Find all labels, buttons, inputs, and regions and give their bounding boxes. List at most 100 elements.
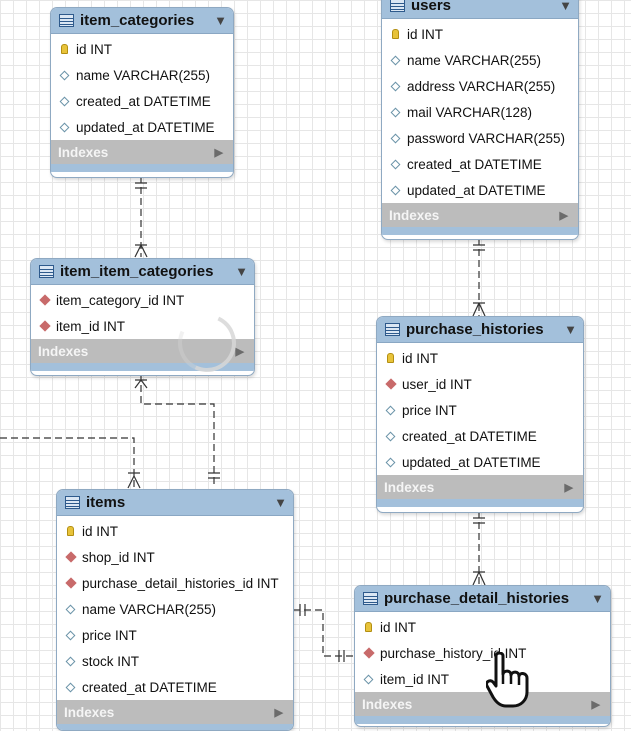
indexes-section[interactable]: Indexes ▶ <box>51 140 233 164</box>
column-row[interactable]: price INT <box>377 397 583 423</box>
collapse-caret-icon[interactable]: ▼ <box>274 495 287 510</box>
foreign-key-icon <box>362 647 375 659</box>
column-row[interactable]: created_at DATETIME <box>51 88 233 114</box>
column-row[interactable]: updated_at DATETIME <box>377 449 583 475</box>
primary-key-icon <box>389 29 402 39</box>
table-header[interactable]: item_categories ▼ <box>51 8 233 34</box>
primary-key-icon-shape <box>392 29 399 39</box>
indexes-label: Indexes <box>38 343 89 359</box>
collapse-caret-icon[interactable]: ▼ <box>559 0 572 13</box>
foreign-key-icon <box>64 577 77 589</box>
column-row[interactable]: updated_at DATETIME <box>51 114 233 140</box>
column-row[interactable]: id INT <box>57 518 293 544</box>
column-row[interactable]: stock INT <box>57 648 293 674</box>
column-row[interactable]: price INT <box>57 622 293 648</box>
table-footer <box>51 164 233 172</box>
column-row[interactable]: name VARCHAR(255) <box>382 47 578 73</box>
column-label: created_at DATETIME <box>407 156 542 172</box>
column-row[interactable]: name VARCHAR(255) <box>51 62 233 88</box>
column-row[interactable]: mail VARCHAR(128) <box>382 99 578 125</box>
column-row[interactable]: id INT <box>377 345 583 371</box>
column-label: user_id INT <box>402 376 472 392</box>
collapse-caret-icon[interactable]: ▼ <box>214 13 227 28</box>
primary-key-icon-shape <box>365 622 372 632</box>
column-row[interactable]: created_at DATETIME <box>57 674 293 700</box>
column-row[interactable]: created_at DATETIME <box>377 423 583 449</box>
table-footer <box>57 724 293 730</box>
expand-arrow-icon[interactable]: ▶ <box>214 146 223 159</box>
column-icon-shape <box>390 133 401 143</box>
column-label: password VARCHAR(255) <box>407 130 566 146</box>
expand-arrow-icon[interactable]: ▶ <box>235 345 244 358</box>
column-row[interactable]: item_id INT <box>31 313 254 339</box>
indexes-section[interactable]: Indexes ▶ <box>382 203 578 227</box>
column-row[interactable]: item_category_id INT <box>31 287 254 313</box>
primary-key-icon-shape <box>387 353 394 363</box>
column-row[interactable]: updated_at DATETIME <box>382 177 578 203</box>
table-header[interactable]: purchase_histories ▼ <box>377 317 583 343</box>
connector-left-to-items[interactable] <box>0 437 141 489</box>
table-icon <box>39 265 54 278</box>
table-header[interactable]: purchase_detail_histories ▼ <box>355 586 610 612</box>
column-row[interactable]: id INT <box>355 614 610 640</box>
expand-arrow-icon[interactable]: ▶ <box>591 698 600 711</box>
column-row[interactable]: id INT <box>51 36 233 62</box>
column-icon <box>58 122 71 132</box>
connector-users-to-purchase-histories[interactable] <box>472 238 486 317</box>
column-icon <box>389 159 402 169</box>
column-row[interactable]: item_id INT <box>355 666 610 692</box>
column-row[interactable]: shop_id INT <box>57 544 293 570</box>
indexes-section[interactable]: Indexes ▶ <box>57 700 293 724</box>
column-icon <box>64 630 77 640</box>
column-row[interactable]: purchase_detail_histories_id INT <box>57 570 293 596</box>
column-label: stock INT <box>82 653 140 669</box>
column-list: item_category_id INT item_id INT <box>31 285 254 339</box>
table-header[interactable]: item_item_categories ▼ <box>31 259 254 285</box>
table-header[interactable]: users ▼ <box>382 0 578 19</box>
column-row[interactable]: id INT <box>382 21 578 47</box>
column-row[interactable]: user_id INT <box>377 371 583 397</box>
table-item-item-categories[interactable]: item_item_categories ▼ item_category_id … <box>30 258 255 376</box>
expand-arrow-icon[interactable]: ▶ <box>559 209 568 222</box>
column-icon-shape <box>385 431 396 441</box>
table-footer <box>355 716 610 724</box>
foreign-key-icon <box>38 320 51 332</box>
foreign-key-icon <box>384 378 397 390</box>
column-row[interactable]: address VARCHAR(255) <box>382 73 578 99</box>
table-header[interactable]: items ▼ <box>57 490 293 516</box>
foreign-key-icon-shape <box>38 294 51 306</box>
connector-items-to-purchase-detail-histories[interactable] <box>293 604 354 662</box>
indexes-section[interactable]: Indexes ▶ <box>31 339 254 363</box>
foreign-key-icon <box>64 551 77 563</box>
connector-item-categories-to-item-item-categories[interactable] <box>134 176 148 258</box>
connector-purchase-histories-to-purchase-detail-histories[interactable] <box>472 511 486 586</box>
column-label: price INT <box>82 627 137 643</box>
connector-item-item-categories-to-items[interactable] <box>134 374 220 488</box>
collapse-caret-icon[interactable]: ▼ <box>564 322 577 337</box>
column-row[interactable]: name VARCHAR(255) <box>57 596 293 622</box>
column-label: item_id INT <box>56 318 126 334</box>
expand-arrow-icon[interactable]: ▶ <box>564 481 573 494</box>
primary-key-icon <box>362 622 375 632</box>
column-row[interactable]: purchase_history_id INT <box>355 640 610 666</box>
table-purchase-histories[interactable]: purchase_histories ▼ id INT user_id INT pr… <box>376 316 584 513</box>
column-row[interactable]: created_at DATETIME <box>382 151 578 177</box>
column-label: mail VARCHAR(128) <box>407 104 533 120</box>
column-label: item_id INT <box>380 671 450 687</box>
column-icon <box>64 682 77 692</box>
indexes-label: Indexes <box>389 207 440 223</box>
collapse-caret-icon[interactable]: ▼ <box>591 591 604 606</box>
expand-arrow-icon[interactable]: ▶ <box>274 706 283 719</box>
indexes-section[interactable]: Indexes ▶ <box>355 692 610 716</box>
collapse-caret-icon[interactable]: ▼ <box>235 264 248 279</box>
indexes-section[interactable]: Indexes ▶ <box>377 475 583 499</box>
column-row[interactable]: password VARCHAR(255) <box>382 125 578 151</box>
